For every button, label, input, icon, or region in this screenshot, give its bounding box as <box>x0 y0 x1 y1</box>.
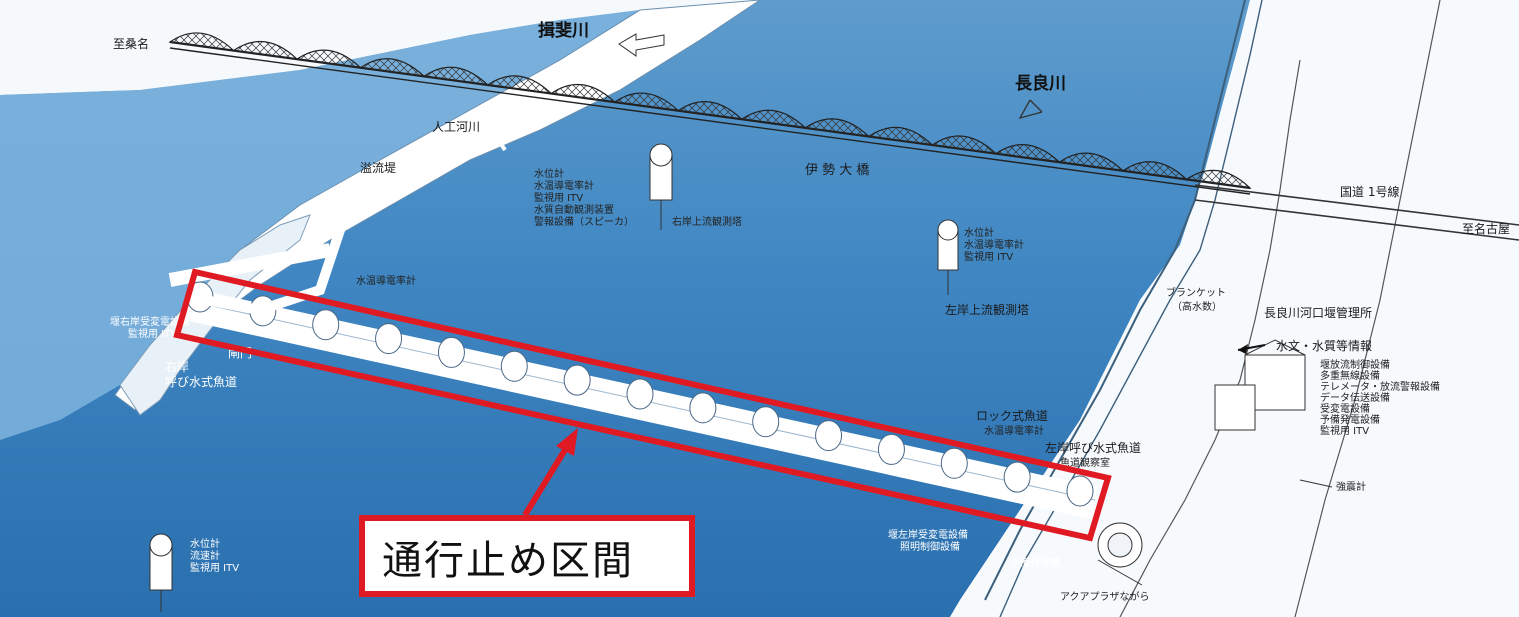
gate-pier <box>877 433 905 465</box>
right-upstream-item: 水位計 <box>534 167 564 180</box>
right-substation-label: 堰右岸受変電設備 <box>110 315 190 328</box>
office-item: データ伝送設備 <box>1320 391 1390 404</box>
nagara-river-label: 長良川 <box>1015 73 1066 94</box>
standby-gen-label: 予備発電機 <box>1010 556 1060 569</box>
aqua-plaza-building <box>1097 522 1143 586</box>
right-upstream-item: 水質自動観測装置 <box>534 203 614 216</box>
gate-pier <box>689 392 717 424</box>
bridge-label: 伊 勢 大 橋 <box>805 163 869 178</box>
ibi-flow-arrow <box>618 33 665 57</box>
ise-ohashi-bridge <box>168 32 1252 195</box>
downstream-items: 水位計 流速計 監視用 ITV <box>190 537 239 574</box>
office-item: 堰放流制御設備 <box>1320 358 1390 371</box>
water-temp-label: 水温導電率計 <box>356 274 416 287</box>
route1-label: 国道 1号線 <box>1340 184 1399 199</box>
office-item: テレメータ・放流警報設備 <box>1320 380 1440 393</box>
gate-pier <box>312 309 340 341</box>
callout-text: 通行止め区間 <box>382 538 634 584</box>
left-bank-land <box>950 0 1519 617</box>
hydro-info-arrow <box>1237 344 1266 354</box>
office-items: 堰放流制御設備 多重無線設備 テレメータ・放流警報設備 データ伝送設備 受変電設… <box>1320 358 1440 437</box>
bridge-arch <box>1184 169 1252 189</box>
right-upstream-tower-label: 右岸上流観測塔 <box>672 215 742 228</box>
office-item: 受変電設備 <box>1320 402 1370 415</box>
lock-fishway-sub-label: 水温導電率計 <box>984 424 1044 437</box>
right-upstream-items: 水位計 水温導電率計 監視用 ITV 水質自動観測装置 警報設備（スピーカ） <box>534 167 634 228</box>
lighting-label: 照明制御設備 <box>900 540 960 553</box>
blanket-label-sub: （高水数） <box>1172 300 1222 313</box>
gate-pier <box>1003 461 1031 493</box>
route1-road-2 <box>1194 199 1519 241</box>
gate-pier <box>500 350 528 382</box>
right-itv-label: 監視用 ITV <box>128 327 177 340</box>
east-bank-line-2 <box>999 0 1263 617</box>
right-fishway-structure <box>204 188 346 316</box>
downstream-tower <box>149 533 173 612</box>
gate-pier <box>815 420 843 452</box>
to-nagoya-label: 至名古屋 <box>1462 221 1510 236</box>
hydro-info-label: 水文・水質等情報 <box>1276 338 1372 353</box>
closure-section-highlight <box>173 268 1112 542</box>
downstream-item: 水位計 <box>190 537 220 550</box>
downstream-item: 監視用 ITV <box>190 561 239 574</box>
right-upstream-tower <box>649 143 673 230</box>
callout-arrow <box>522 428 578 517</box>
gate-pier <box>437 336 465 368</box>
right-fishway-label: 呼び水式魚道 <box>165 375 237 389</box>
management-office-building <box>1214 339 1306 431</box>
right-upstream-item: 水温導電率計 <box>534 179 594 192</box>
gate-pier <box>940 447 968 479</box>
gate-pier <box>375 323 403 355</box>
left-fishway-label: 左岸呼び水式魚道 <box>1045 440 1141 455</box>
office-item: 予備発電設備 <box>1320 413 1380 426</box>
left-upstream-item: 水位計 <box>964 226 994 239</box>
gate-pier <box>626 378 654 410</box>
gate-pier <box>752 406 780 438</box>
office-item: 監視用 ITV <box>1320 424 1369 437</box>
ibi-river-water <box>0 10 640 440</box>
barrage <box>168 243 1098 520</box>
gate-pier <box>1066 475 1094 507</box>
office-label: 長良川河口堰管理所 <box>1264 305 1372 320</box>
right-upstream-item: 監視用 ITV <box>534 191 583 204</box>
office-item: 多重無線設備 <box>1320 369 1380 382</box>
left-upstream-item: 監視用 ITV <box>964 250 1013 263</box>
seismometer-label: 強震計 <box>1336 480 1366 493</box>
east-road-line-2 <box>1294 0 1441 617</box>
left-substation-label: 堰左岸受変電設備 <box>888 528 968 541</box>
nagara-flow-arrow <box>1018 99 1043 120</box>
seismometer-leader <box>1299 479 1333 488</box>
blanket-label: ブランケット <box>1166 286 1226 299</box>
aqua-plaza-label: アクアプラザながら <box>1060 590 1150 603</box>
left-upstream-item: 水温導電率計 <box>964 238 1024 251</box>
ibi-river-label: 揖斐川 <box>538 20 589 41</box>
overflow-bank-label: 溢流堤 <box>360 161 396 175</box>
right-bank-label: 右岸 <box>165 359 189 374</box>
callout-box: 通行止め区間 <box>359 515 695 597</box>
left-upstream-tower-label: 左岸上流観測塔 <box>945 302 1029 317</box>
east-road-line <box>1119 59 1301 617</box>
left-upstream-items: 水位計 水温導電率計 監視用 ITV <box>964 226 1024 263</box>
route1-road <box>1194 184 1519 226</box>
artificial-river-channel <box>438 132 507 167</box>
to-kuwana-label: 至桑名 <box>113 36 149 51</box>
gate-pier <box>563 364 591 396</box>
artificial-river-label: 人工河川 <box>432 120 480 134</box>
downstream-item: 流速計 <box>190 549 220 562</box>
lock-fishway-label: ロック式魚道 <box>976 409 1048 423</box>
left-upstream-tower <box>937 219 959 295</box>
left-fishway-sub-label: 魚道観察室 <box>1060 456 1110 469</box>
right-upstream-item: 警報設備（スピーカ） <box>534 215 634 228</box>
